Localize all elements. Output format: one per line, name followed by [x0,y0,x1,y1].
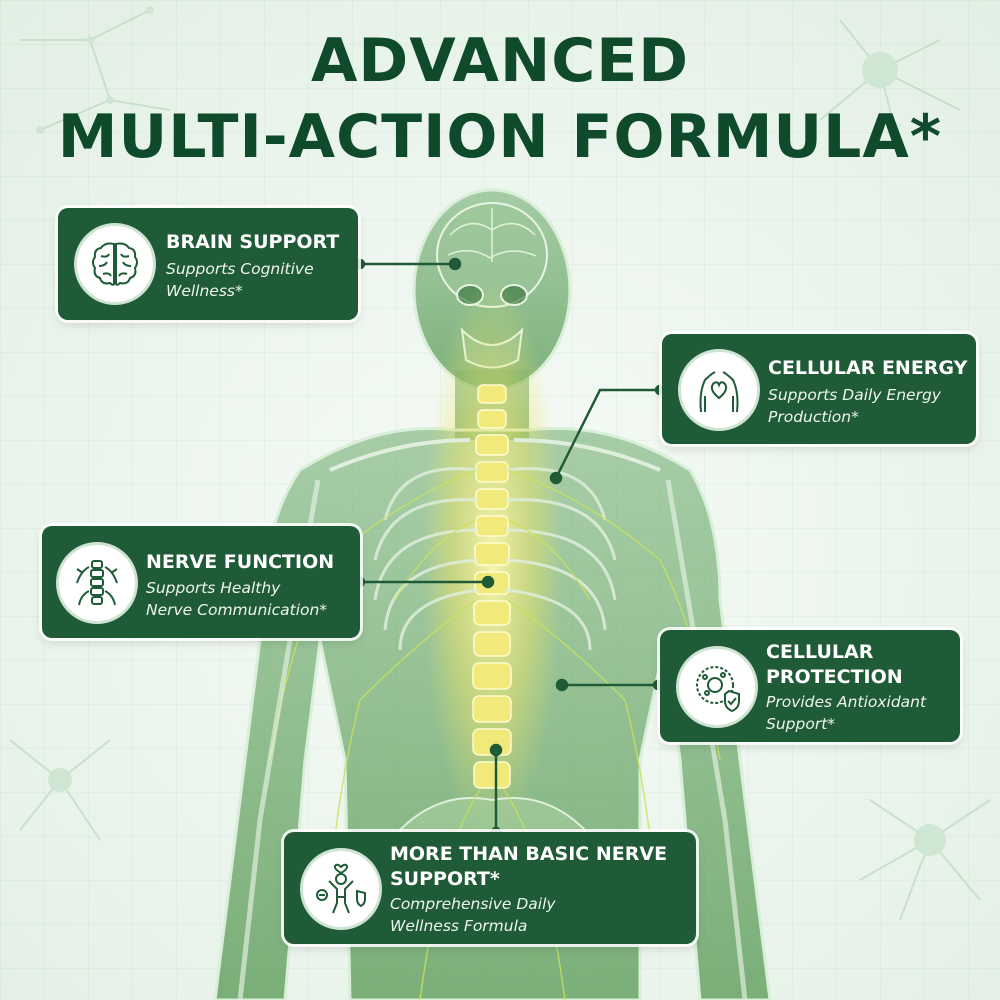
nerve-function-line-1: Supports Healthy [146,579,281,597]
brain-folds [447,208,537,262]
torso-heart-icon [678,349,760,431]
callout-more-than-basic: MORE THAN BASIC NERVE SUPPORT* Comprehen… [284,832,696,944]
cellular-energy-heading: CELLULAR ENERGY [768,357,968,379]
brain-support-line-2: Wellness* [166,282,243,300]
title-line-2: MULTI-ACTION FORMULA* [57,102,943,172]
vertebrae [472,384,512,789]
cellular-protection-heading-1: CELLULAR [766,641,874,663]
nerve-network [269,469,721,1000]
cellular-protection-line-1: Provides Antioxidant [766,693,927,711]
callout-brain-support: BRAIN SUPPORT Supports Cognitive Wellnes… [58,208,358,320]
cellular-protection-heading-2: PROTECTION [766,666,903,688]
more-than-basic-line-2: Wellness Formula [390,917,528,935]
more-than-basic-line-1: Comprehensive Daily [390,895,556,913]
spine-icon [56,542,138,624]
callout-cellular-protection: CELLULAR PROTECTION Provides Antioxidant… [660,630,960,742]
cellular-protection-line-2: Support* [766,715,836,733]
title-line-1: ADVANCED [310,26,690,96]
nerve-function-heading: NERVE FUNCTION [146,551,335,573]
cellular-energy-line-2: Production* [768,408,859,426]
nerve-function-line-2: Nerve Communication* [146,601,328,619]
more-than-basic-heading-2: SUPPORT* [390,868,500,890]
callout-cellular-energy: CELLULAR ENERGY Supports Daily Energy Pr… [662,334,976,444]
cellular-energy-line-1: Supports Daily Energy [768,386,941,404]
brain-icon [74,223,156,305]
brain-support-line-1: Supports Cognitive [166,260,314,278]
cell-shield-icon [676,646,758,728]
more-than-basic-heading-1: MORE THAN BASIC NERVE [390,843,668,865]
brain-support-heading: BRAIN SUPPORT [166,231,340,253]
callout-nerve-function: NERVE FUNCTION Supports Healthy Nerve Co… [42,526,360,638]
person-wellness-icon [300,848,382,930]
